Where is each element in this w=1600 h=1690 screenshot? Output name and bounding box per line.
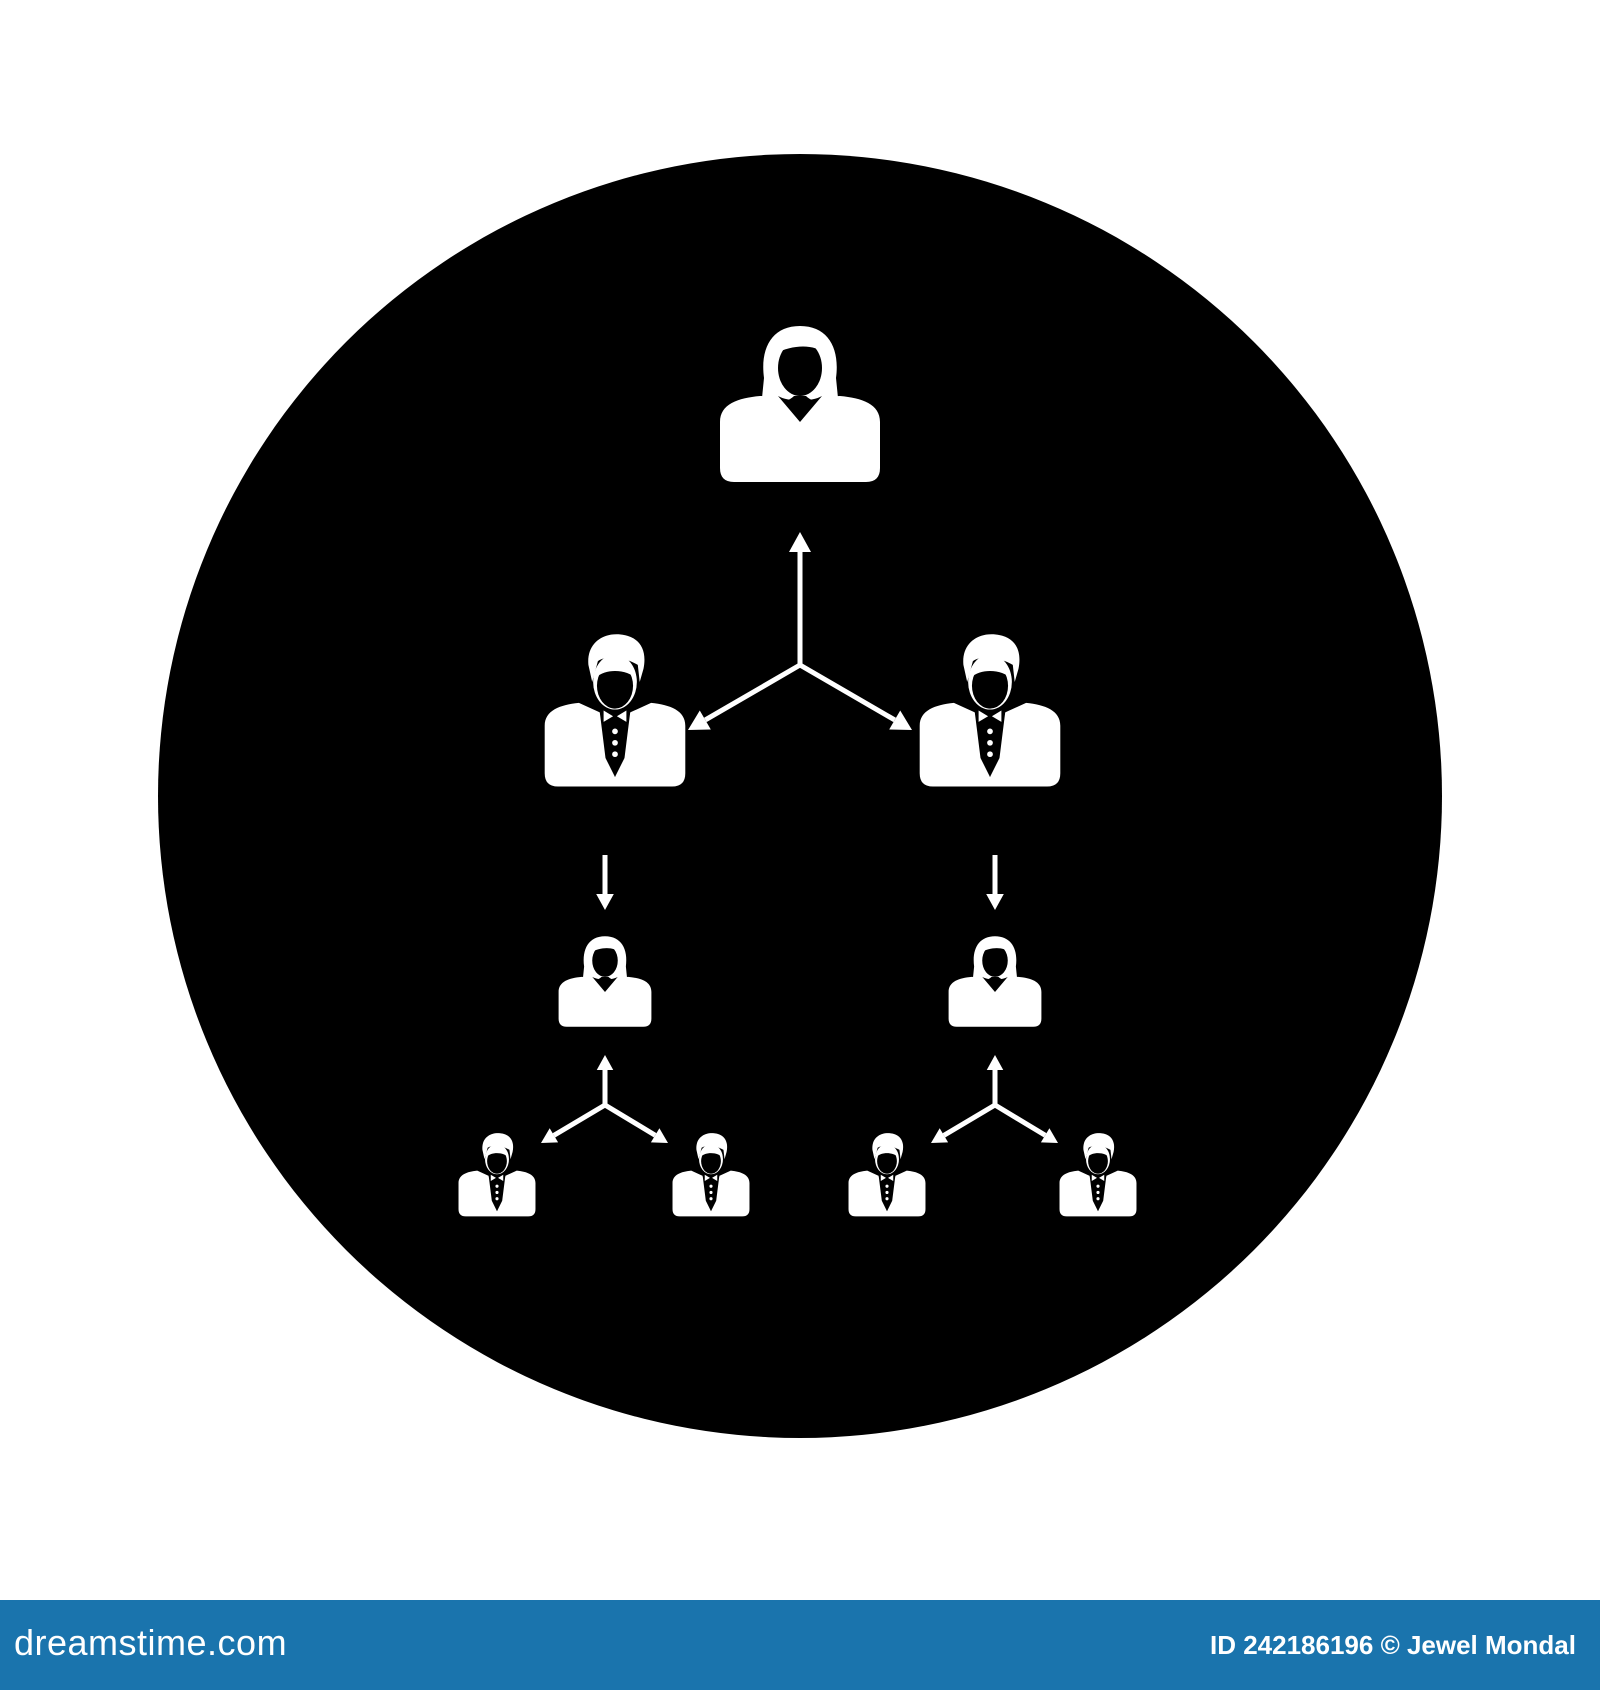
arrow-head-icon [688, 710, 711, 730]
arrow-head-icon [541, 1128, 559, 1143]
left-branch-arrow-up [596, 1055, 614, 1105]
arrow-head-icon [986, 1055, 1004, 1070]
arrow-head-icon [931, 1128, 949, 1143]
arrow-head-icon [596, 894, 614, 910]
right-branch-arrow-up [986, 1055, 1004, 1105]
connector-arrows [541, 532, 1058, 1143]
top-branch-arrow-left [688, 662, 802, 730]
left-branch-arrow-left [541, 1102, 607, 1143]
arrow-head-icon [1040, 1128, 1058, 1143]
right-branch-arrow-right [993, 1102, 1058, 1143]
top-branch-arrow-right [798, 662, 912, 730]
arrow-head-icon [650, 1128, 668, 1143]
right-branch-arrow-left [931, 1102, 997, 1143]
footer-bar: dreamstime.com ID 242186196 © Jewel Mond… [0, 1600, 1600, 1690]
diagram-canvas [158, 154, 1442, 1438]
background-circle [158, 154, 1442, 1438]
arrow-head-icon [986, 894, 1004, 910]
arrow-head-icon [889, 710, 912, 730]
mid-left-to-low-left-arrow [596, 855, 614, 910]
mid-right-to-low-right-arrow [986, 855, 1004, 910]
left-branch-arrow-right [603, 1102, 668, 1143]
image-credit: ID 242186196 © Jewel Mondal [1209, 1630, 1576, 1660]
top-branch-arrow-up [789, 532, 811, 665]
arrow-head-icon [789, 532, 811, 552]
footer-logo[interactable]: dreamstime.com [14, 1622, 288, 1663]
arrow-head-icon [596, 1055, 614, 1070]
